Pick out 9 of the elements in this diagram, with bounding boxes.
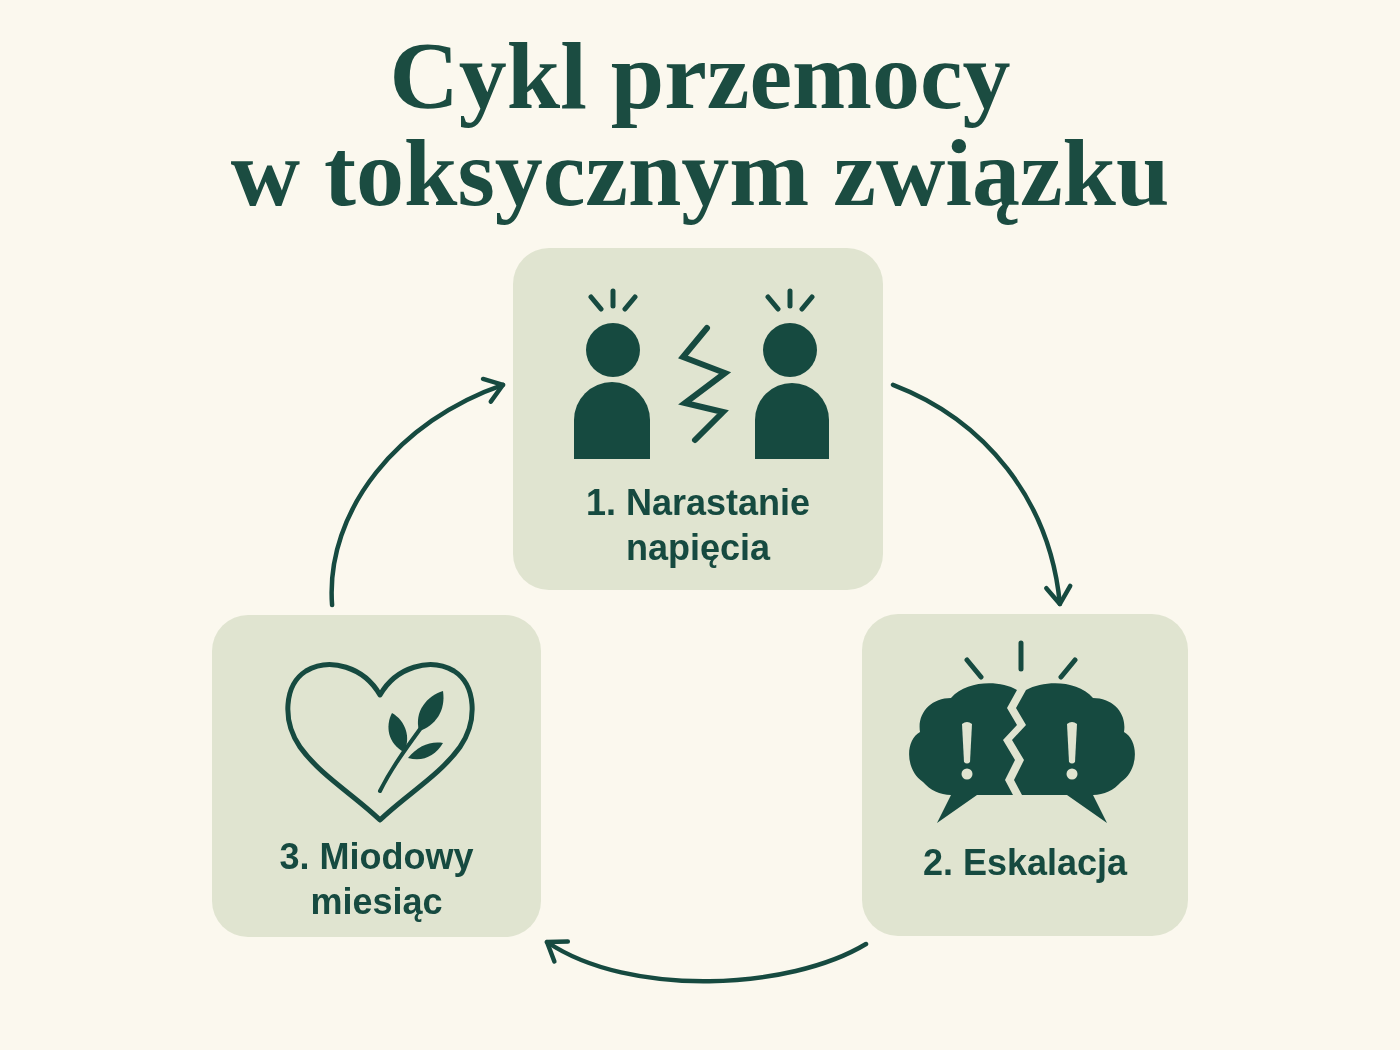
stage-label: 3. Miodowy miesiąc xyxy=(278,835,475,924)
stage-box xyxy=(513,248,883,590)
stage-box xyxy=(862,614,1188,936)
stage-label: 1. Narastanie napięcia xyxy=(584,481,812,570)
stage-label: 2. Eskalacja xyxy=(921,841,1129,885)
cycle-arrow xyxy=(329,377,506,608)
cycle-arrow xyxy=(544,937,869,984)
stage-box xyxy=(212,615,541,937)
cycle-arrow xyxy=(890,382,1072,607)
